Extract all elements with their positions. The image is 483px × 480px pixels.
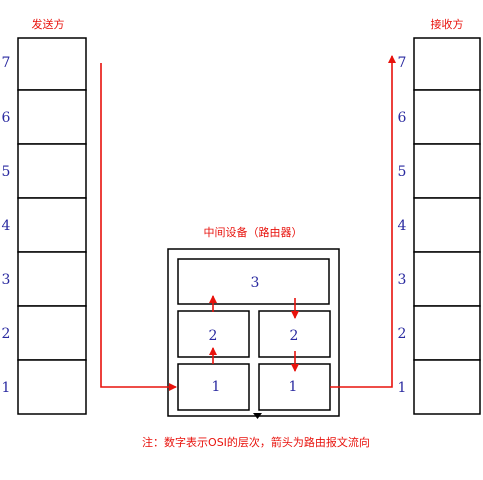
router-right-num-2: 2 [290, 328, 299, 344]
receiver-num-5: 5 [398, 164, 407, 180]
sender-layer-2 [17, 305, 87, 361]
sender-num-4: 4 [2, 218, 11, 234]
sender-layer-numbers: 7 6 5 4 3 2 1 [2, 55, 11, 396]
receiver-layer-6 [413, 89, 481, 145]
router-right-num-1: 1 [289, 379, 298, 395]
router-num-3: 3 [251, 275, 260, 291]
receiver-num-1: 1 [398, 380, 407, 396]
receiver-layer-4 [413, 197, 481, 253]
sender-layer-4 [17, 197, 87, 253]
router-to-receiver-arrow [330, 55, 396, 388]
router-left-num-1: 1 [212, 379, 221, 395]
receiver-layer-3 [413, 251, 481, 307]
router-title: 中间设备（路由器） [204, 225, 303, 239]
sender-num-6: 6 [2, 110, 11, 126]
receiver-layer-7 [413, 37, 481, 91]
receiver-layer-numbers: 7 6 5 4 3 2 1 [398, 55, 407, 396]
sender-num-2: 2 [2, 326, 11, 342]
receiver-title: 接收方 [431, 17, 464, 31]
router-left-layer-1 [177, 363, 250, 411]
router-layer-3 [177, 258, 330, 305]
receiver-num-2: 2 [398, 326, 407, 342]
receiver-layer-1 [413, 359, 481, 415]
sender-num-7: 7 [2, 55, 11, 71]
sender-layer-6 [17, 89, 87, 145]
receiver-layer-2 [413, 305, 481, 361]
receiver-stack [413, 37, 481, 415]
router-notch [253, 413, 262, 419]
sender-layer-3 [17, 251, 87, 307]
sender-title: 发送方 [32, 17, 65, 31]
sender-num-3: 3 [2, 272, 11, 288]
receiver-num-4: 4 [398, 218, 407, 234]
sender-to-router-arrow [100, 63, 177, 391]
router-left-num-2: 2 [209, 328, 218, 344]
sender-layer-5 [17, 143, 87, 199]
receiver-num-3: 3 [398, 272, 407, 288]
diagram-note: 注：数字表示OSI的层次，箭头为路由报文流向 [142, 435, 370, 449]
sender-stack [17, 37, 87, 415]
receiver-num-6: 6 [398, 110, 407, 126]
receiver-layer-5 [413, 143, 481, 199]
sender-num-5: 5 [2, 164, 11, 180]
sender-num-1: 1 [2, 380, 11, 396]
receiver-num-7: 7 [398, 55, 407, 71]
sender-layer-7 [17, 37, 87, 91]
sender-layer-1 [17, 359, 87, 415]
flow-arrows [100, 55, 396, 391]
